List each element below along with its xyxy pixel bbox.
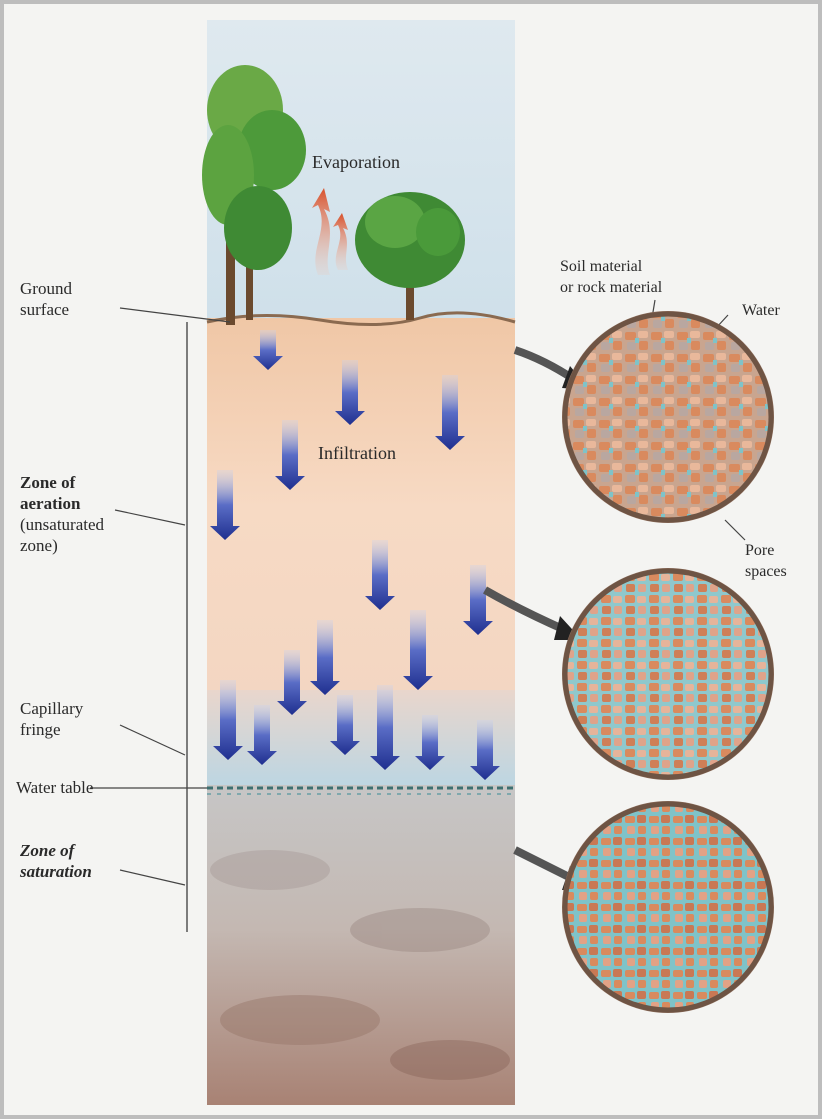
zone-of-aeration-label: Zone of aeration (20, 472, 80, 514)
magnifier-circle-icon (560, 310, 776, 526)
capillary-fringe-label: Capillary fringe (20, 698, 83, 740)
unsaturated-zone-label: (unsaturated zone) (20, 514, 104, 556)
evaporation-label: Evaporation (312, 152, 400, 173)
zone-of-saturation-label: Zone of saturation (20, 840, 92, 882)
magnifier-circle-icon (560, 800, 776, 1016)
water-label: Water (742, 300, 780, 321)
pore-spaces-label: Pore spaces (745, 540, 787, 582)
magnifier-circle-icon (560, 567, 776, 783)
infiltration-label: Infiltration (318, 443, 396, 464)
ground-surface-label: Ground surface (20, 278, 72, 320)
zone-of-aeration-soil (207, 318, 515, 698)
water-table-label: Water table (16, 777, 93, 798)
capillary-fringe-band (207, 690, 515, 785)
soil-material-label: Soil material or rock material (560, 256, 662, 298)
